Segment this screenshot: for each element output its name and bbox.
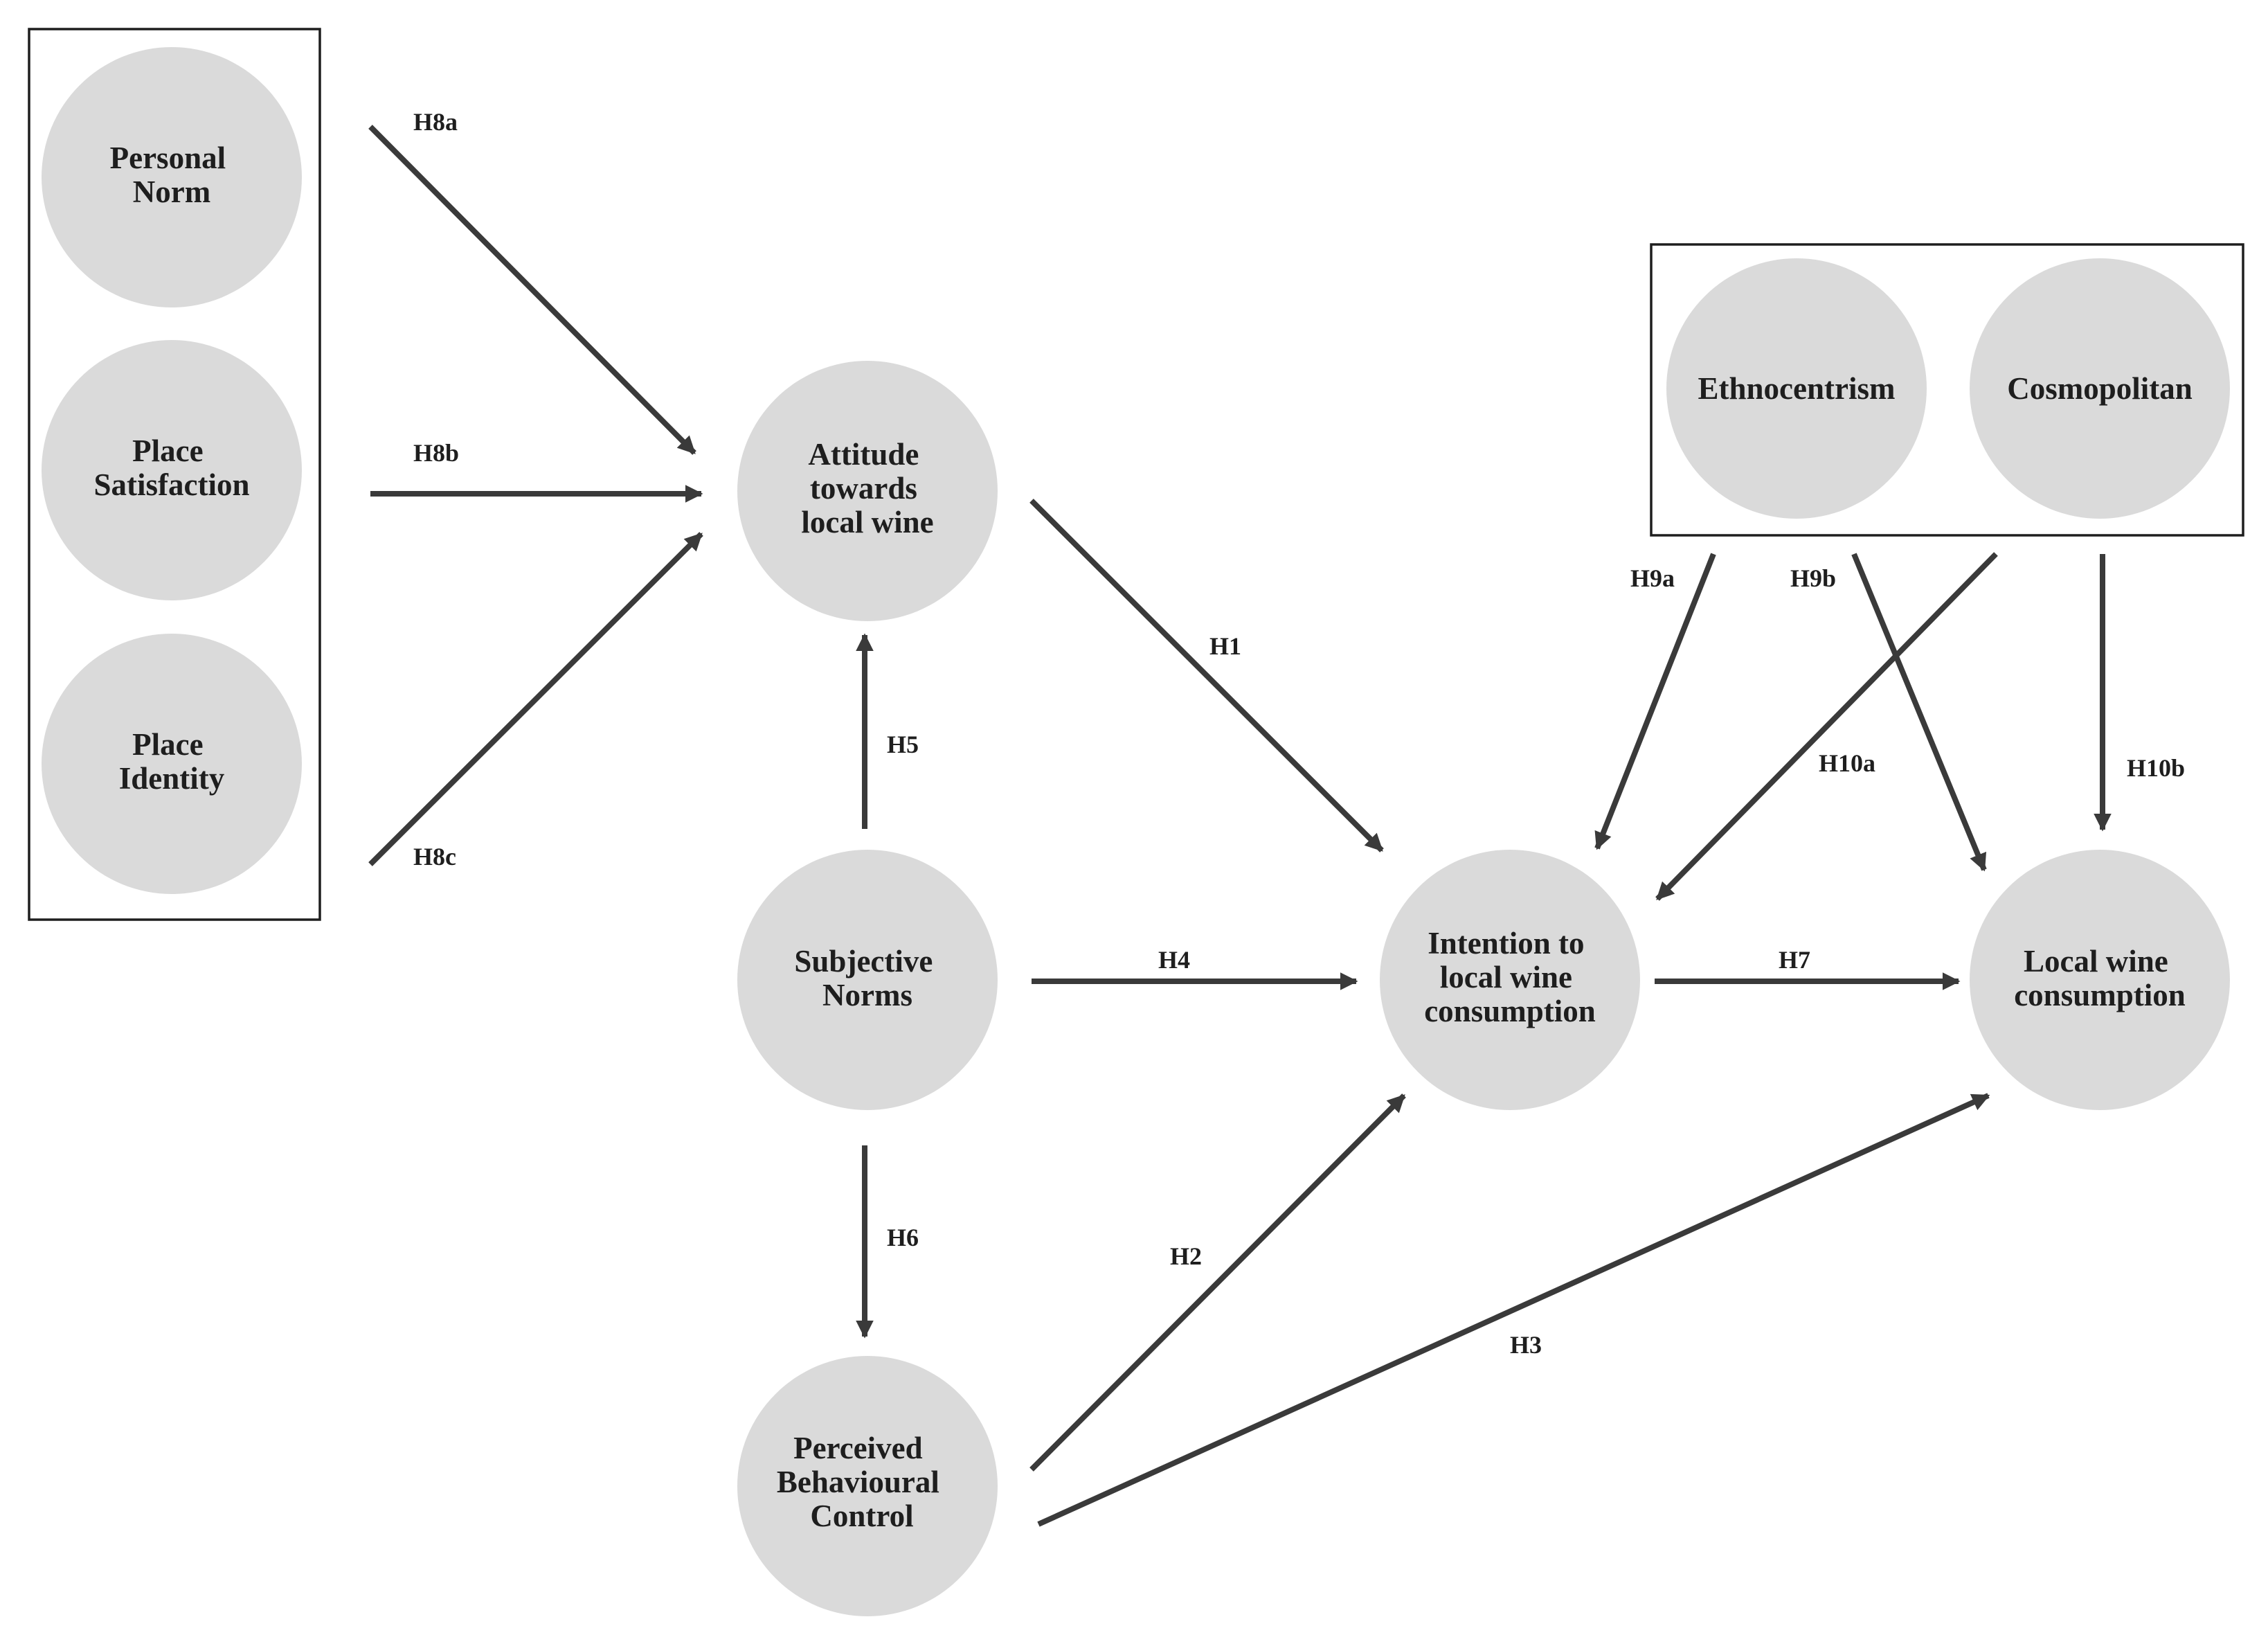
node-label-line: Intention to	[1428, 926, 1584, 961]
node-label-line: Place	[132, 727, 203, 762]
node-label-line: Behavioural	[777, 1465, 939, 1499]
node-label-line: consumption	[2014, 978, 2186, 1012]
edge-label-h6: H6	[887, 1224, 919, 1251]
node-label-line: Control	[810, 1499, 913, 1533]
edge-label-h7: H7	[1779, 946, 1810, 974]
edge-label-h5: H5	[887, 731, 919, 758]
edge-label-h10b: H10b	[2127, 754, 2185, 782]
node-label-line: Subjective	[794, 944, 933, 979]
svg-text:Subjective Norms: Subjective Norms	[794, 944, 940, 1012]
edge-label-h3: H3	[1510, 1331, 1542, 1359]
arrow-h3	[1037, 1093, 1990, 1527]
node-label-line: local wine	[801, 505, 933, 539]
edge-label-h8b: H8b	[413, 439, 459, 467]
node-personal-norm: Personal Norm	[42, 47, 302, 307]
node-label-line: Ethnocentrism	[1698, 371, 1896, 406]
node-cosmopolitan: Cosmopolitan	[1970, 258, 2230, 519]
arrow-h9a	[1594, 553, 1716, 850]
svg-text:Place Satisfaction: Place Satisfaction	[94, 434, 250, 502]
node-local-wine-consumption: Local wine consumption	[1970, 850, 2230, 1110]
arrow-h1	[1029, 499, 1384, 852]
arrow-h9b	[1851, 553, 1987, 872]
node-place-identity: Place Identity	[42, 634, 302, 894]
edge-label-h1: H1	[1209, 632, 1241, 660]
node-label-line: Norm	[133, 175, 210, 209]
svg-text:Ethnocentrism: Ethnocentrism	[1698, 371, 1896, 406]
node-label-line: Norms	[822, 978, 912, 1012]
node-label-line: local wine	[1440, 960, 1572, 994]
node-label-line: Place	[132, 434, 203, 468]
edge-label-h2: H2	[1170, 1242, 1202, 1270]
node-label-line: Satisfaction	[94, 467, 250, 502]
node-label-line: Personal	[110, 141, 226, 175]
place-constructs-group-frame	[28, 28, 321, 921]
edge-label-h8a: H8a	[413, 108, 458, 136]
svg-text:Intention to local wine: Intention to local wine consumption	[1424, 926, 1596, 1028]
svg-text:Place Identity: Place Identity	[119, 727, 225, 796]
consumer-orientation-group-frame	[1650, 243, 2244, 537]
svg-text:Cosmopolitan: Cosmopolitan	[2007, 371, 2193, 406]
svg-text:Local wine consumption: Local wine consumption	[2014, 944, 2186, 1012]
node-label-line: Identity	[119, 761, 225, 796]
node-subjective-norms: Subjective Norms	[737, 850, 998, 1110]
node-place-satisfaction: Place Satisfaction	[42, 340, 302, 600]
node-label-line: Perceived	[793, 1431, 923, 1465]
arrow-h8c	[368, 532, 703, 866]
node-attitude-towards-local-wine: Attitude towards local wine	[737, 361, 998, 621]
node-label-line: Cosmopolitan	[2007, 371, 2193, 406]
node-intention-to-local-wine-consumption: Intention to local wine consumption	[1380, 850, 1640, 1110]
arrow-h10a	[1655, 552, 1998, 901]
node-label-line: Local wine	[2024, 944, 2168, 979]
edge-label-h9b: H9b	[1790, 564, 1836, 592]
node-perceived-behavioural-control: Perceived Behavioural Control	[737, 1356, 998, 1616]
svg-text:Perceived Behavioural: Perceived Behavioural Control	[777, 1431, 947, 1533]
node-label-line: consumption	[1424, 994, 1596, 1028]
arrow-h8a	[368, 125, 696, 455]
edge-label-h10a: H10a	[1819, 749, 1875, 777]
edge-label-h9a: H9a	[1630, 564, 1675, 592]
node-label-line: Attitude	[808, 437, 919, 472]
svg-text:Attitude towards l: Attitude towards local wine	[801, 437, 933, 539]
arrow-h2	[1029, 1093, 1406, 1472]
svg-text:Personal Norm: Personal Norm	[110, 141, 234, 209]
node-ethnocentrism: Ethnocentrism	[1666, 258, 1927, 519]
node-label-line: towards	[810, 471, 917, 506]
edge-label-h8c: H8c	[413, 843, 456, 870]
edge-label-h4: H4	[1158, 946, 1190, 974]
